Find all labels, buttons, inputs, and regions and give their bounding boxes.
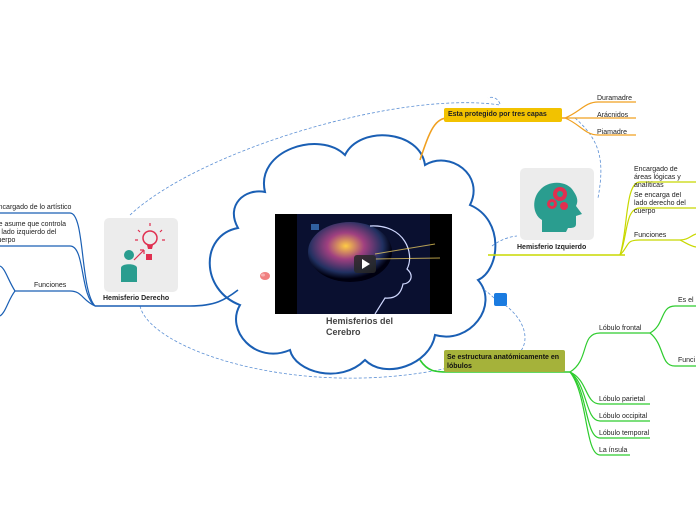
lobe-item[interactable]: Lóbulo parietal (599, 396, 645, 403)
right-hemisphere-functions[interactable]: Funciones (34, 282, 67, 289)
branch-occipital (569, 371, 650, 422)
frontal-child-item[interactable]: Es el (678, 297, 694, 304)
layer-item[interactable]: Arácnidos (597, 112, 629, 119)
left-hemisphere-image (520, 168, 594, 240)
layer-item[interactable]: Duramadre (597, 95, 633, 102)
layers-topic[interactable]: Esta protegido por tres capas (444, 108, 562, 122)
branch-insula (569, 371, 630, 456)
branch-temporal (569, 371, 650, 439)
brain-icon (260, 272, 270, 280)
central-topic-title[interactable]: Hemisferios del Cerebro (326, 316, 394, 337)
dashed-link-center-to-left (491, 235, 518, 247)
right-hemisphere-image (104, 218, 178, 292)
dashed-link-marker-to-lobes (504, 304, 526, 353)
right-hemisphere-item[interactable]: Encargado de lo artístico (0, 204, 72, 211)
branch-parietal (569, 371, 650, 405)
branch-right-item-1 (0, 212, 96, 307)
right-hemisphere-item[interactable]: Se asume que controla el lado izquierdo … (0, 221, 66, 244)
branch-right-hemisphere (95, 289, 239, 307)
right-hemisphere-title[interactable]: Hemisferio Derecho (103, 295, 170, 302)
right-hemisphere-items-clip: Encargado de lo artístico Se asume que c… (0, 200, 72, 260)
left-hemisphere-item[interactable]: Encargado de áreas lógicas y analíticas (634, 166, 681, 189)
branch-right-item-2 (0, 245, 96, 307)
head-gears-icon (534, 182, 582, 232)
dashed-link-lobes-to-right (139, 305, 449, 379)
person-lightbulb-icon (121, 223, 165, 282)
branch-right-item-3 (0, 265, 96, 307)
branch-frontal (569, 332, 650, 373)
lobes-topic[interactable]: Se estructura anatómicamente en lóbulos (444, 350, 565, 372)
left-hemisphere-functions[interactable]: Funciones (634, 232, 667, 239)
dashed-link-layers-to-left (574, 117, 602, 199)
frontal-child-item[interactable]: Funci (678, 357, 696, 364)
marker-square[interactable] (494, 293, 507, 306)
video-thumbnail[interactable] (275, 214, 452, 314)
branch-piamadre (564, 117, 636, 136)
lobe-item[interactable]: Lóbulo temporal (599, 430, 650, 437)
lobe-item[interactable]: Lóbulo frontal (599, 325, 642, 332)
branch-lobes (419, 359, 570, 373)
branch-frontal-child-1 (649, 305, 696, 334)
layer-item[interactable]: Piamadre (597, 129, 627, 136)
branch-left-item-3b (679, 239, 696, 248)
branch-duramadre (564, 101, 636, 119)
left-hemisphere-item[interactable]: Se encarga del lado derecho del cuerpo (634, 192, 686, 215)
play-button[interactable] (354, 255, 376, 273)
dashed-link-layers-to-center (487, 96, 501, 105)
lobe-item[interactable]: La ínsula (599, 447, 628, 454)
branch-left-item-3 (619, 233, 696, 256)
branch-frontal-child-2 (649, 332, 696, 367)
left-hemisphere-title[interactable]: Hemisferio Izquierdo (517, 244, 587, 251)
lobe-item[interactable]: Lóbulo occipital (599, 413, 648, 420)
branch-layers (419, 117, 565, 161)
branch-right-item-3b (0, 290, 16, 317)
dashed-link-marker-to-center (481, 287, 495, 299)
branch-left-item-2 (619, 207, 696, 256)
